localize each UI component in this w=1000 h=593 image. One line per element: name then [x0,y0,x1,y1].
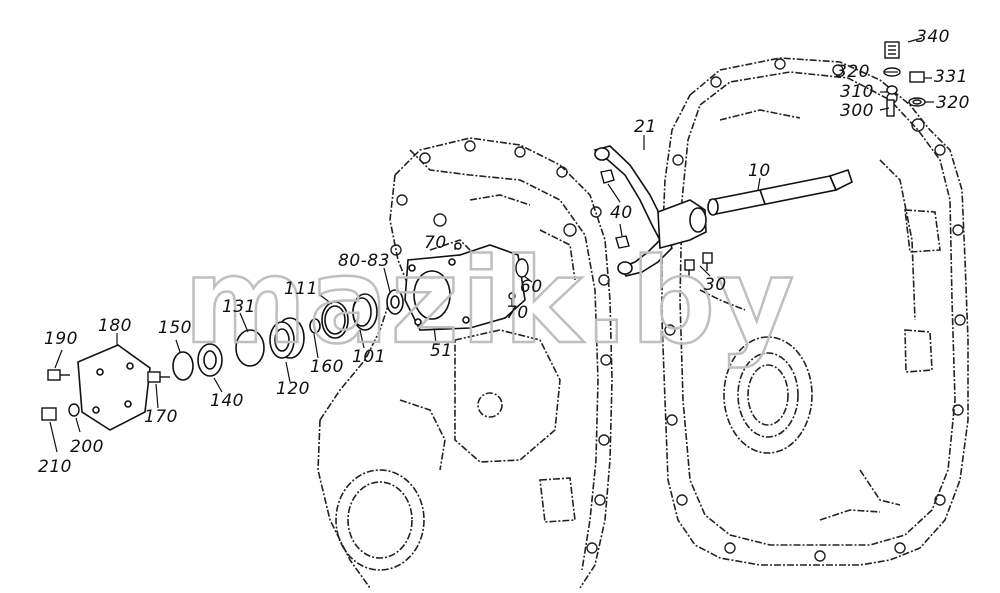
callout-30: 30 [704,275,727,295]
callout-131: 131 [222,297,256,317]
callout-160: 160 [310,357,344,377]
callout-340: 340 [916,27,950,47]
shift-fork [593,145,707,277]
shaft-components [172,289,404,381]
callout-210: 210 [38,457,72,477]
callout-40: 40 [610,203,633,223]
callout-70-bottom: 70 [506,303,529,323]
callout-120: 120 [276,379,310,399]
callout-190: 190 [44,329,78,349]
callout-180: 180 [98,316,132,336]
callout-170: 170 [144,407,178,427]
fork-screws [684,252,713,278]
callout-150: 150 [158,318,192,338]
callout-21: 21 [634,117,657,137]
callout-320-bottom: 320 [936,93,970,113]
shift-rod [707,168,853,216]
small-parts-60-70 [454,242,529,300]
callout-70-top: 70 [424,233,447,253]
callout-200: 200 [70,437,104,457]
callout-310: 310 [840,82,874,102]
end-cover-plate [77,344,151,431]
bolts-170-190-210 [41,369,170,421]
front-housing [317,137,613,589]
leader-lines [49,37,934,453]
breather-assembly [883,41,926,117]
fork-pads [600,169,630,249]
callout-300: 300 [840,101,874,121]
callout-10: 10 [748,161,771,181]
front-housing-bolts [390,140,612,554]
callout-101: 101 [352,347,386,367]
callout-331: 331 [934,67,968,87]
callout-80-83: 80-83 [338,251,390,271]
callout-51: 51 [430,341,453,361]
callout-320-top: 320 [836,62,870,82]
callout-111: 111 [284,279,318,299]
bearing-cover [404,244,526,331]
callout-140: 140 [210,391,244,411]
callout-60: 60 [520,277,543,297]
watermark-text: mazik.by [184,232,796,370]
